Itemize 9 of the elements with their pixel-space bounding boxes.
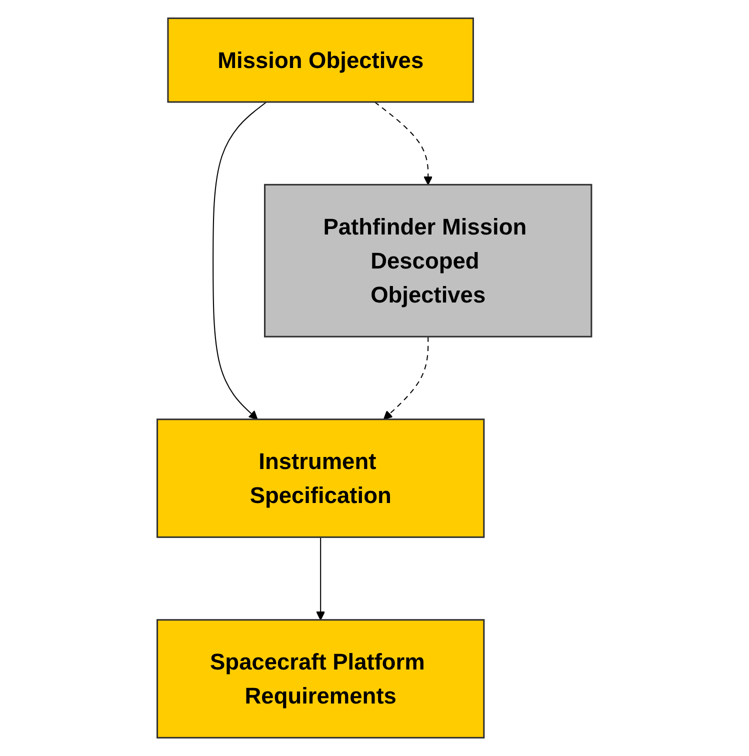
arrow xyxy=(384,336,429,420)
arrow xyxy=(212,102,267,420)
arrow xyxy=(316,537,326,620)
flowchart: Mission Objectives Pathfinder Mission Descoped Objectives Instrument Specification Spacecraft Platform Requirements xyxy=(149,10,600,746)
node-box xyxy=(156,418,485,538)
node-box xyxy=(156,619,485,738)
node-box xyxy=(167,18,474,103)
arrow xyxy=(374,102,433,186)
node-box xyxy=(264,184,592,338)
